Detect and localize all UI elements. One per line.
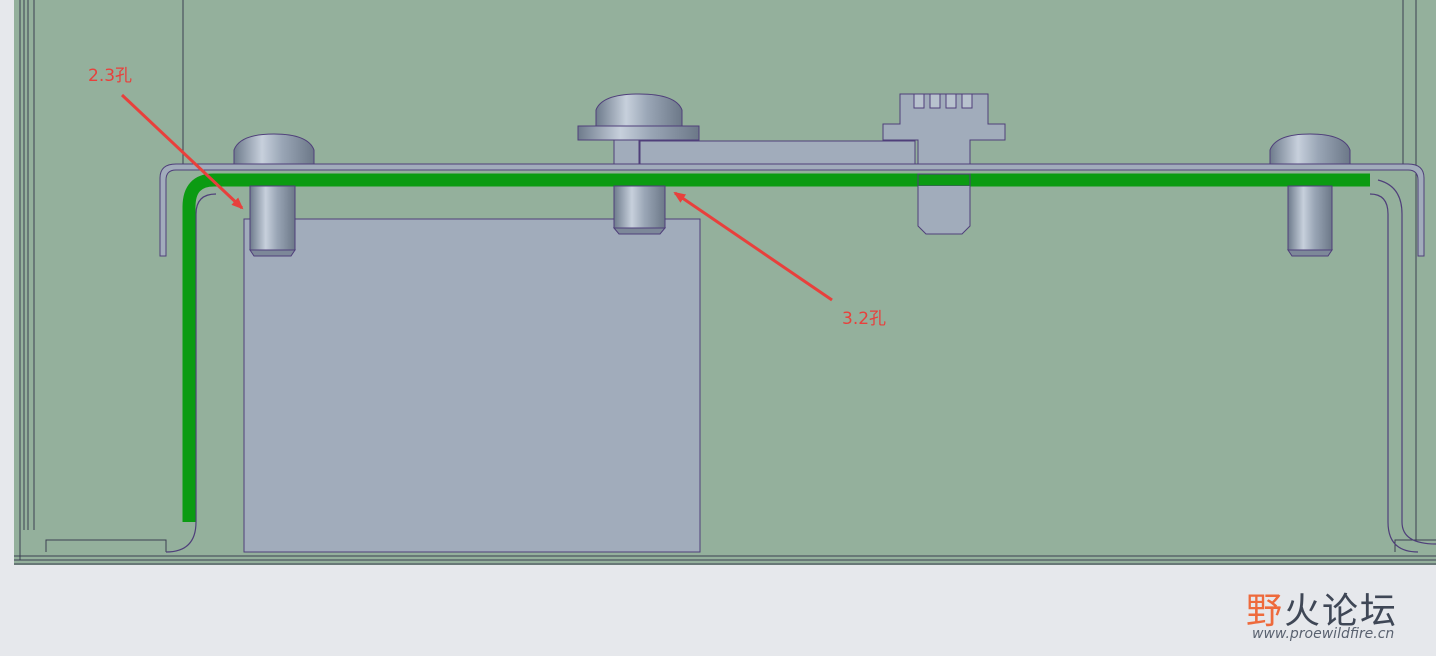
annotation-arrow-b xyxy=(673,191,833,302)
viewport-background xyxy=(0,0,1436,565)
clamp-plate[interactable] xyxy=(639,140,916,165)
annotation-label-a: 2.3孔 xyxy=(88,66,133,86)
screw-center[interactable] xyxy=(577,93,700,235)
watermark-title-rest: 火论坛 xyxy=(1284,591,1399,632)
left-margin xyxy=(0,0,14,565)
watermark: 野火论坛 www.proewildfire.cn xyxy=(1246,572,1426,646)
screw-left[interactable] xyxy=(233,133,315,257)
annotation-arrow-a xyxy=(120,93,244,210)
housing-inner-wall xyxy=(165,179,1436,553)
cover-bracket[interactable] xyxy=(159,163,1425,257)
watermark-url: www.proewildfire.cn xyxy=(1252,626,1395,642)
watermark-title: 野火论坛 xyxy=(1246,582,1398,634)
enclosure-outline xyxy=(14,0,1436,565)
snap-clip[interactable] xyxy=(882,93,1006,235)
watermark-title-first: 野 xyxy=(1246,591,1285,632)
electronic-module[interactable] xyxy=(243,218,701,553)
screw-right[interactable] xyxy=(1269,133,1351,257)
annotation-label-b: 3.2孔 xyxy=(842,309,887,329)
